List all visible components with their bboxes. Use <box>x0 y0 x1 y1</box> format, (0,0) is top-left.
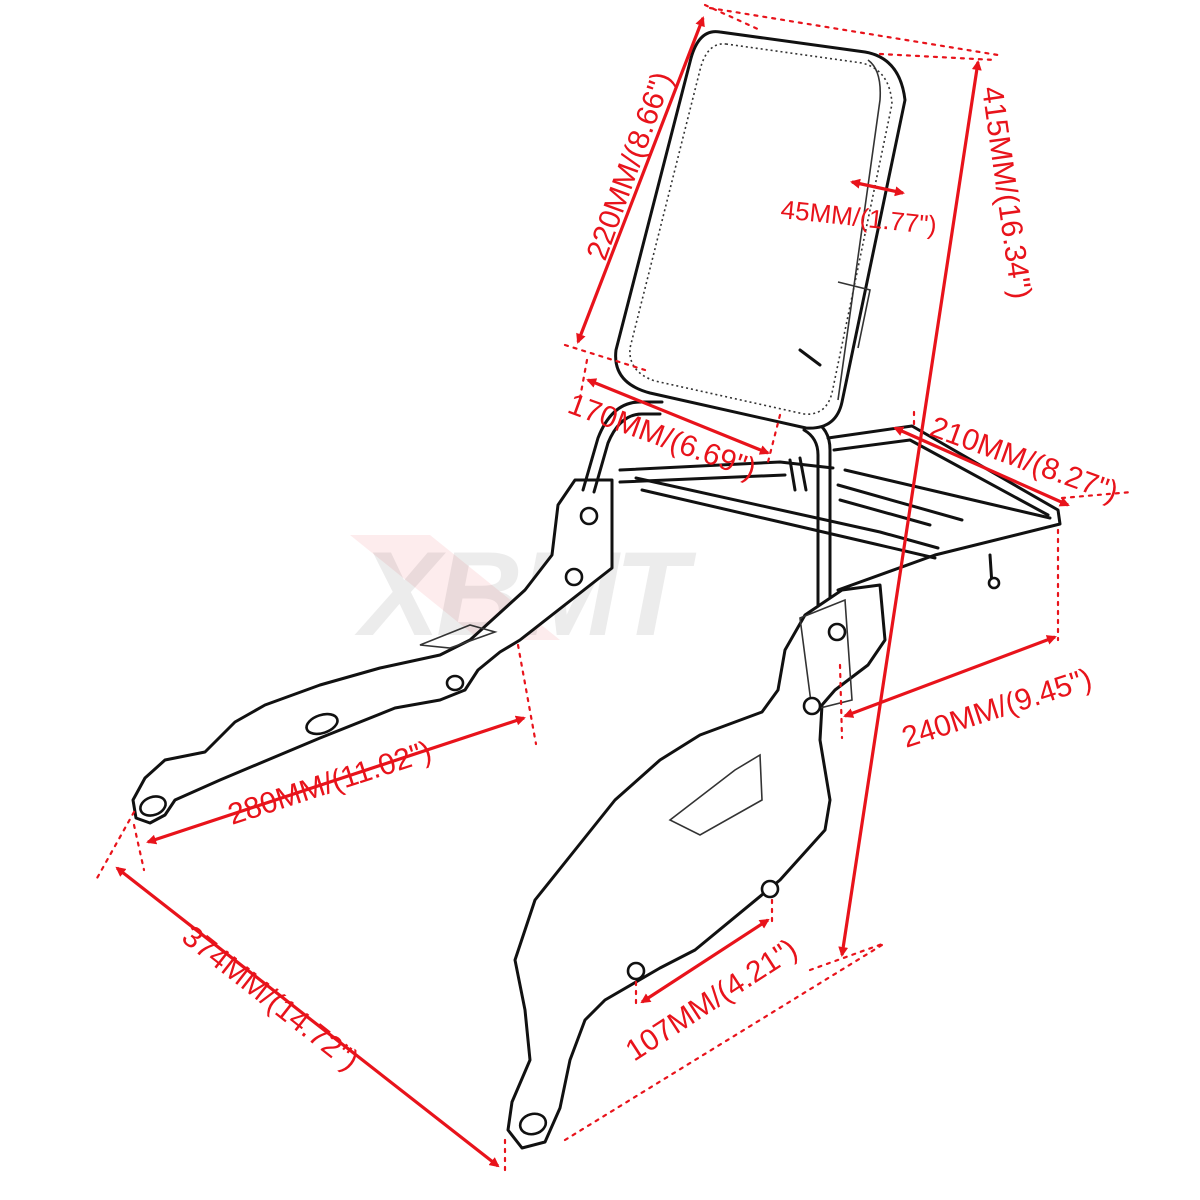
left-bolt-upper <box>579 506 599 526</box>
label-overall-length: 374MM/(14.72") <box>176 920 365 1078</box>
label-rack-depth: 240MM/(9.45") <box>898 662 1096 754</box>
left-bracket-hole <box>445 674 465 692</box>
right-bracket-hole-lower <box>626 961 646 981</box>
right-bolt-upper <box>827 622 847 642</box>
right-bracket-hole-upper <box>760 879 780 899</box>
left-bolt-lower <box>564 567 584 587</box>
right-bracket-end-hole <box>518 1112 548 1136</box>
dimension-lines <box>94 3 1134 1174</box>
label-overall-height: 415MM/(16.34") <box>975 84 1037 301</box>
right-side-bracket <box>506 583 887 1150</box>
right-bolt-lower <box>802 696 822 716</box>
